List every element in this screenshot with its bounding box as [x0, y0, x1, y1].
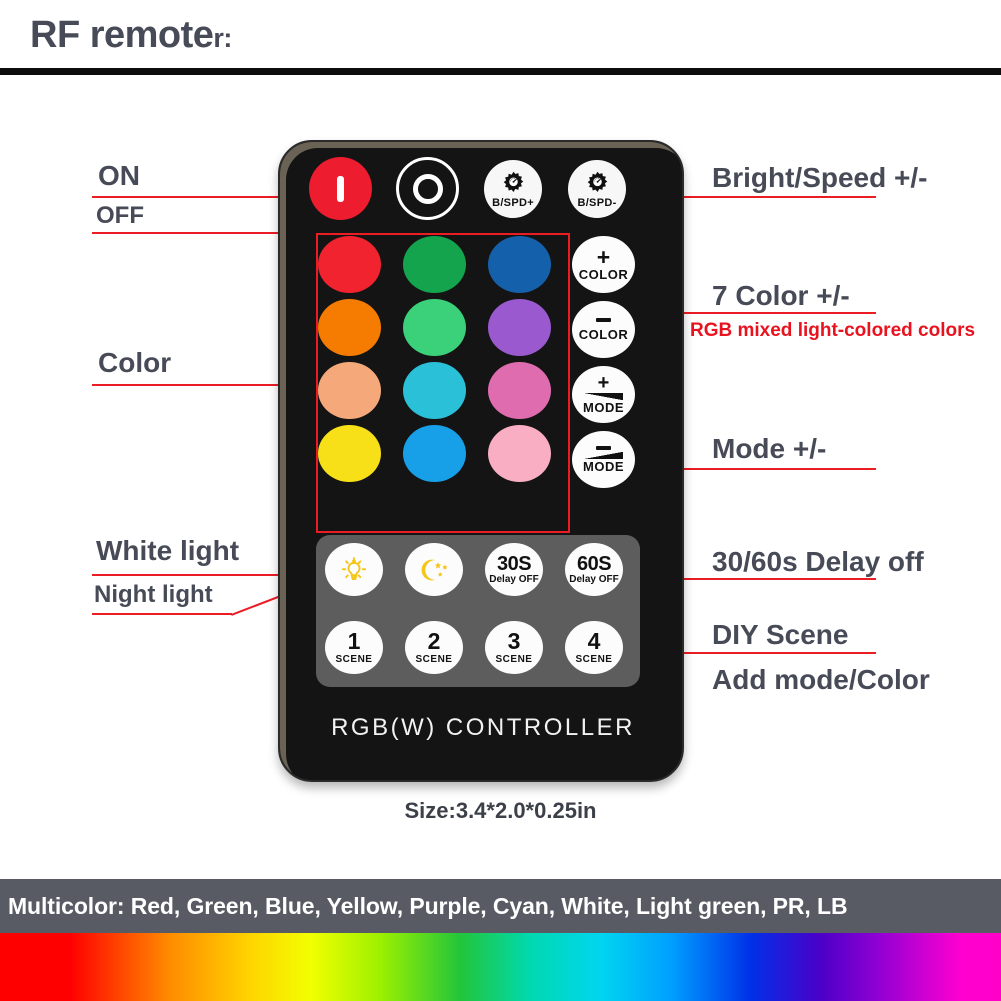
- page-title-tail: r:: [213, 23, 232, 53]
- callout-bright-speed-label: Bright/Speed +/-: [712, 162, 928, 193]
- callout-seven-color-label: 7 Color +/-: [712, 280, 850, 311]
- delay-30s-sublabel: Delay OFF: [489, 574, 539, 585]
- color-minus-button[interactable]: COLOR: [572, 301, 635, 358]
- callout-rgb-note: RGB mixed light-colored colors: [690, 320, 976, 341]
- callout-on-label: ON: [98, 160, 140, 191]
- power-on-bar-icon: [337, 175, 344, 202]
- callout-night-light-line: [92, 613, 232, 615]
- brightness-gauge-icon: [587, 171, 607, 192]
- scene-4-number: 4: [587, 628, 601, 654]
- white-light-button[interactable]: [325, 543, 383, 596]
- power-off-ring-icon: [412, 173, 443, 204]
- scene-panel: 30S Delay OFF 60S Delay OFF 1 SCENE 2 SC…: [316, 535, 640, 687]
- scene-3-label: SCENE: [495, 654, 533, 665]
- mode-minus-button[interactable]: MODE: [572, 431, 635, 488]
- mode-plus-label: MODE: [583, 400, 624, 415]
- remote-brand-text: RGB(W) CONTROLLER: [331, 714, 635, 741]
- power-off-button[interactable]: [396, 157, 459, 220]
- color-button-red[interactable]: [318, 236, 381, 293]
- color-button-cyan[interactable]: [403, 362, 466, 419]
- page-title: RF remoter:: [30, 14, 232, 57]
- callout-mode-label: Mode +/-: [712, 433, 827, 464]
- color-button-light-pink[interactable]: [488, 425, 551, 482]
- multicolor-banner: Multicolor: Red, Green, Blue, Yellow, Pu…: [0, 879, 1001, 933]
- mode-minus-label: MODE: [583, 458, 624, 474]
- callout-bright-speed-line: [648, 196, 876, 198]
- callout-delay-label: 30/60s Delay off: [712, 546, 924, 577]
- callout-on-line: [92, 196, 300, 198]
- rf-remote-device: B/SPD+ B/SPD- + COLOR: [272, 140, 684, 782]
- callout-color-line: [92, 384, 318, 386]
- scene-1-number: 1: [347, 628, 361, 654]
- scene-3-button[interactable]: 3 SCENE: [485, 621, 543, 674]
- delay-30s-value: 30S: [496, 553, 532, 575]
- brightness-speed-up-button[interactable]: B/SPD+: [484, 160, 542, 218]
- callout-seven-color-line: [648, 312, 876, 314]
- callout-diy-scene-label: DIY Scene: [712, 619, 849, 650]
- night-light-button[interactable]: [405, 543, 463, 596]
- color-plus-label: COLOR: [578, 267, 629, 283]
- page-title-main: RF remote: [30, 14, 214, 56]
- moon-stars-icon: [421, 559, 448, 580]
- color-spectrum-strip: [0, 933, 1001, 1001]
- color-button-purple[interactable]: [488, 299, 551, 356]
- scene-3-number: 3: [507, 628, 521, 654]
- color-button-light-blue[interactable]: [403, 425, 466, 482]
- color-button-blue[interactable]: [488, 236, 551, 293]
- callout-off-label: OFF: [96, 202, 144, 229]
- brightness-speed-up-label: B/SPD+: [492, 196, 534, 209]
- scene-4-label: SCENE: [575, 654, 613, 665]
- minus-icon: [596, 318, 611, 322]
- color-button-peach[interactable]: [318, 362, 381, 419]
- color-button-light-green[interactable]: [403, 299, 466, 356]
- delay-60s-button[interactable]: 60S Delay OFF: [565, 543, 623, 596]
- scene-2-button[interactable]: 2 SCENE: [405, 621, 463, 674]
- delay-60s-value: 60S: [576, 553, 612, 575]
- plus-icon: +: [596, 243, 611, 270]
- brightness-speed-down-button[interactable]: B/SPD-: [568, 160, 626, 218]
- delay-60s-sublabel: Delay OFF: [569, 574, 619, 585]
- callout-night-light-label: Night light: [94, 581, 213, 608]
- minus-icon: [596, 446, 611, 450]
- callout-color-label: Color: [98, 347, 172, 378]
- color-plus-button[interactable]: + COLOR: [572, 236, 635, 293]
- color-button-yellow[interactable]: [318, 425, 381, 482]
- mode-plus-button[interactable]: + MODE: [572, 366, 635, 423]
- light-bulb-icon: [341, 556, 367, 580]
- plus-icon: +: [597, 372, 610, 394]
- mode-down-wedge-icon: [584, 451, 623, 459]
- callout-off-line: [92, 232, 314, 234]
- callout-delay-line: [648, 578, 876, 580]
- color-minus-label: COLOR: [578, 326, 629, 342]
- scene-4-button[interactable]: 4 SCENE: [565, 621, 623, 674]
- callout-add-mode-label: Add mode/Color: [712, 664, 930, 695]
- brightness-speed-down-label: B/SPD-: [577, 196, 617, 209]
- color-button-pink-rose[interactable]: [488, 362, 551, 419]
- callout-mode-line: [648, 468, 876, 470]
- color-button-grid: [318, 236, 565, 484]
- scene-2-number: 2: [427, 628, 441, 654]
- title-divider: [0, 68, 1001, 75]
- scene-1-button[interactable]: 1 SCENE: [325, 621, 383, 674]
- scene-1-label: SCENE: [335, 654, 373, 665]
- power-on-button[interactable]: [309, 157, 372, 220]
- mode-up-wedge-icon: [584, 393, 623, 400]
- delay-30s-button[interactable]: 30S Delay OFF: [485, 543, 543, 596]
- brightness-gauge-icon: [503, 171, 523, 192]
- callout-diy-scene-line: [648, 652, 876, 654]
- product-size-text: Size:3.4*2.0*0.25in: [404, 798, 597, 823]
- callout-white-light-line: [92, 574, 322, 576]
- color-button-green[interactable]: [403, 236, 466, 293]
- color-button-orange[interactable]: [318, 299, 381, 356]
- scene-2-label: SCENE: [415, 654, 453, 665]
- multicolor-banner-text: Multicolor: Red, Green, Blue, Yellow, Pu…: [8, 892, 848, 919]
- callout-white-light-label: White light: [96, 535, 240, 566]
